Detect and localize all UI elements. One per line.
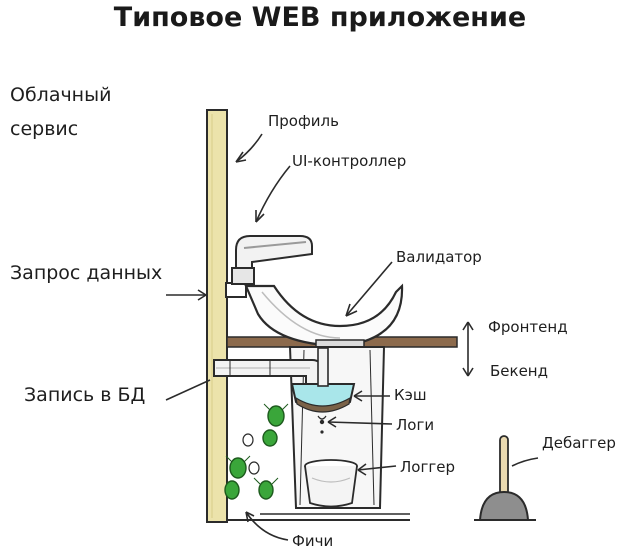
label-logger: Логгер [400, 458, 455, 476]
label-ui-controller: UI-контроллер [292, 152, 407, 170]
arrow-logs [327, 421, 393, 425]
label-features: Фичи [292, 532, 334, 550]
label-frontend: Фронтенд [488, 318, 568, 336]
feature-bugs [224, 403, 289, 500]
arrow-profile [235, 133, 263, 163]
arrow-validator [345, 261, 393, 317]
label-backend: Бекенд [490, 362, 548, 380]
arrow-ui-controller [255, 165, 291, 223]
arrow-features [245, 511, 289, 541]
faucet [225, 235, 313, 298]
label-db-write: Запись в БД [24, 384, 146, 406]
arrow-db-write [165, 379, 211, 401]
log-drop [319, 419, 325, 425]
label-profile: Профиль [268, 112, 339, 130]
label-cache: Кэш [394, 386, 427, 404]
basin [244, 283, 404, 348]
label-cloud-service-line2: сервис [10, 118, 79, 140]
label-cloud-service-line1: Облачный [10, 84, 112, 106]
diagram-title: Типовое WEB приложение [113, 2, 527, 33]
arrow-logger [357, 465, 397, 471]
label-logs: Логи [396, 416, 435, 434]
logger-bucket [304, 459, 358, 508]
label-debugger: Дебаггер [542, 434, 616, 452]
label-validator: Валидатор [396, 248, 482, 266]
arrow-debugger [511, 457, 539, 467]
wall [206, 109, 228, 523]
cache-trap [290, 347, 356, 413]
plunger [474, 435, 536, 521]
label-data-request: Запрос данных [10, 262, 163, 284]
